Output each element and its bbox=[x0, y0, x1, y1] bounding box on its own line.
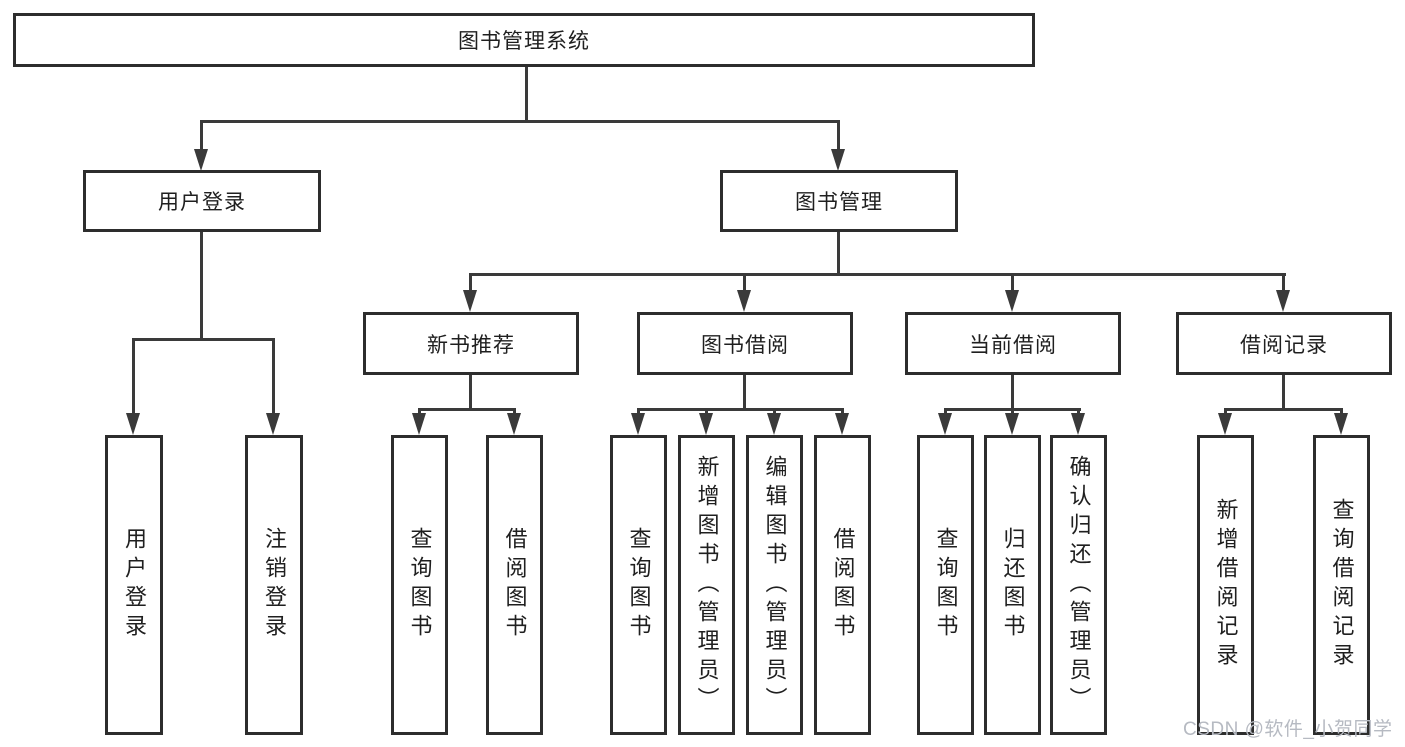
connector-line bbox=[272, 338, 275, 417]
node-label: 借阅记录 bbox=[1240, 333, 1328, 357]
connector-line bbox=[1282, 375, 1285, 411]
connector-line bbox=[743, 273, 746, 295]
connector-line bbox=[1282, 273, 1285, 295]
arrow-down-icon bbox=[831, 149, 845, 171]
arrow-down-icon bbox=[507, 413, 521, 435]
connector-line bbox=[1011, 375, 1014, 411]
connector-line bbox=[1011, 273, 1014, 295]
node-query-borrow-record: 查询借阅记录 bbox=[1313, 435, 1370, 735]
arrow-down-icon bbox=[1334, 413, 1348, 435]
connector-line bbox=[525, 67, 528, 122]
node-root: 图书管理系统 bbox=[13, 13, 1035, 67]
node-label: 查询借阅记录 bbox=[1329, 498, 1355, 672]
node-query-books-borrowing: 查询图书 bbox=[610, 435, 667, 735]
arrow-down-icon bbox=[1071, 413, 1085, 435]
node-label: 新增借阅记录 bbox=[1213, 498, 1239, 672]
arrow-down-icon bbox=[938, 413, 952, 435]
arrow-down-icon bbox=[699, 413, 713, 435]
connector-line bbox=[200, 232, 203, 341]
node-label: 归还图书 bbox=[1000, 527, 1026, 643]
connector-line bbox=[837, 232, 840, 276]
node-borrowing-records: 借阅记录 bbox=[1176, 312, 1392, 375]
node-label: 新书推荐 bbox=[427, 333, 515, 357]
node-label: 用户登录 bbox=[122, 527, 147, 643]
arrow-down-icon bbox=[737, 290, 751, 312]
node-current-borrowing: 当前借阅 bbox=[905, 312, 1121, 375]
connector-line bbox=[469, 273, 1286, 276]
arrow-down-icon bbox=[412, 413, 426, 435]
node-borrow-books-recommend: 借阅图书 bbox=[486, 435, 543, 735]
node-label: 图书借阅 bbox=[701, 333, 789, 357]
arrow-down-icon bbox=[266, 413, 280, 435]
node-confirm-return-admin: 确认归还（管理员） bbox=[1050, 435, 1107, 735]
node-label: 用户登录 bbox=[158, 191, 246, 214]
node-label: 当前借阅 bbox=[969, 333, 1057, 357]
connector-line bbox=[1224, 408, 1343, 411]
arrow-down-icon bbox=[194, 149, 208, 171]
connector-line bbox=[200, 120, 840, 123]
node-query-books-current: 查询图书 bbox=[917, 435, 974, 735]
node-label: 查询图书 bbox=[933, 527, 959, 643]
arrow-down-icon bbox=[631, 413, 645, 435]
node-label: 确认归还（管理员） bbox=[1066, 454, 1092, 716]
arrow-down-icon bbox=[1005, 290, 1019, 312]
node-edit-book-admin: 编辑图书（管理员） bbox=[746, 435, 803, 735]
node-borrow-book: 借阅图书 bbox=[814, 435, 871, 735]
node-add-book-admin: 新增图书（管理员） bbox=[678, 435, 735, 735]
connector-line bbox=[132, 338, 275, 341]
node-label: 借阅图书 bbox=[502, 527, 528, 643]
node-user-login-leaf: 用户登录 bbox=[105, 435, 163, 735]
connector-line bbox=[837, 120, 840, 154]
arrow-down-icon bbox=[1218, 413, 1232, 435]
node-label: 查询图书 bbox=[626, 527, 652, 643]
node-return-book: 归还图书 bbox=[984, 435, 1041, 735]
connector-line bbox=[200, 120, 203, 154]
node-add-borrow-record: 新增借阅记录 bbox=[1197, 435, 1254, 735]
node-label: 新增图书（管理员） bbox=[694, 454, 720, 716]
node-logout: 注销登录 bbox=[245, 435, 303, 735]
node-root-label: 图书管理系统 bbox=[458, 30, 590, 53]
arrow-down-icon bbox=[463, 290, 477, 312]
node-user-login: 用户登录 bbox=[83, 170, 321, 232]
node-label: 注销登录 bbox=[262, 527, 287, 643]
arrow-down-icon bbox=[1276, 290, 1290, 312]
node-query-books-recommend: 查询图书 bbox=[391, 435, 448, 735]
node-label: 编辑图书（管理员） bbox=[762, 454, 788, 716]
csdn-watermark: CSDN @软件_小贺同学 bbox=[1183, 719, 1393, 740]
connector-line bbox=[469, 273, 472, 295]
arrow-down-icon bbox=[1005, 413, 1019, 435]
connector-line bbox=[469, 375, 472, 411]
arrow-down-icon bbox=[767, 413, 781, 435]
connector-line bbox=[743, 375, 746, 411]
arrow-down-icon bbox=[835, 413, 849, 435]
arrow-down-icon bbox=[126, 413, 140, 435]
node-book-management: 图书管理 bbox=[720, 170, 958, 232]
node-book-borrowing: 图书借阅 bbox=[637, 312, 853, 375]
node-label: 图书管理 bbox=[795, 191, 883, 214]
node-label: 查询图书 bbox=[407, 527, 433, 643]
node-label: 借阅图书 bbox=[830, 527, 856, 643]
connector-line bbox=[637, 408, 844, 411]
node-new-book-recommend: 新书推荐 bbox=[363, 312, 579, 375]
connector-line bbox=[418, 408, 516, 411]
connector-line bbox=[132, 338, 135, 417]
